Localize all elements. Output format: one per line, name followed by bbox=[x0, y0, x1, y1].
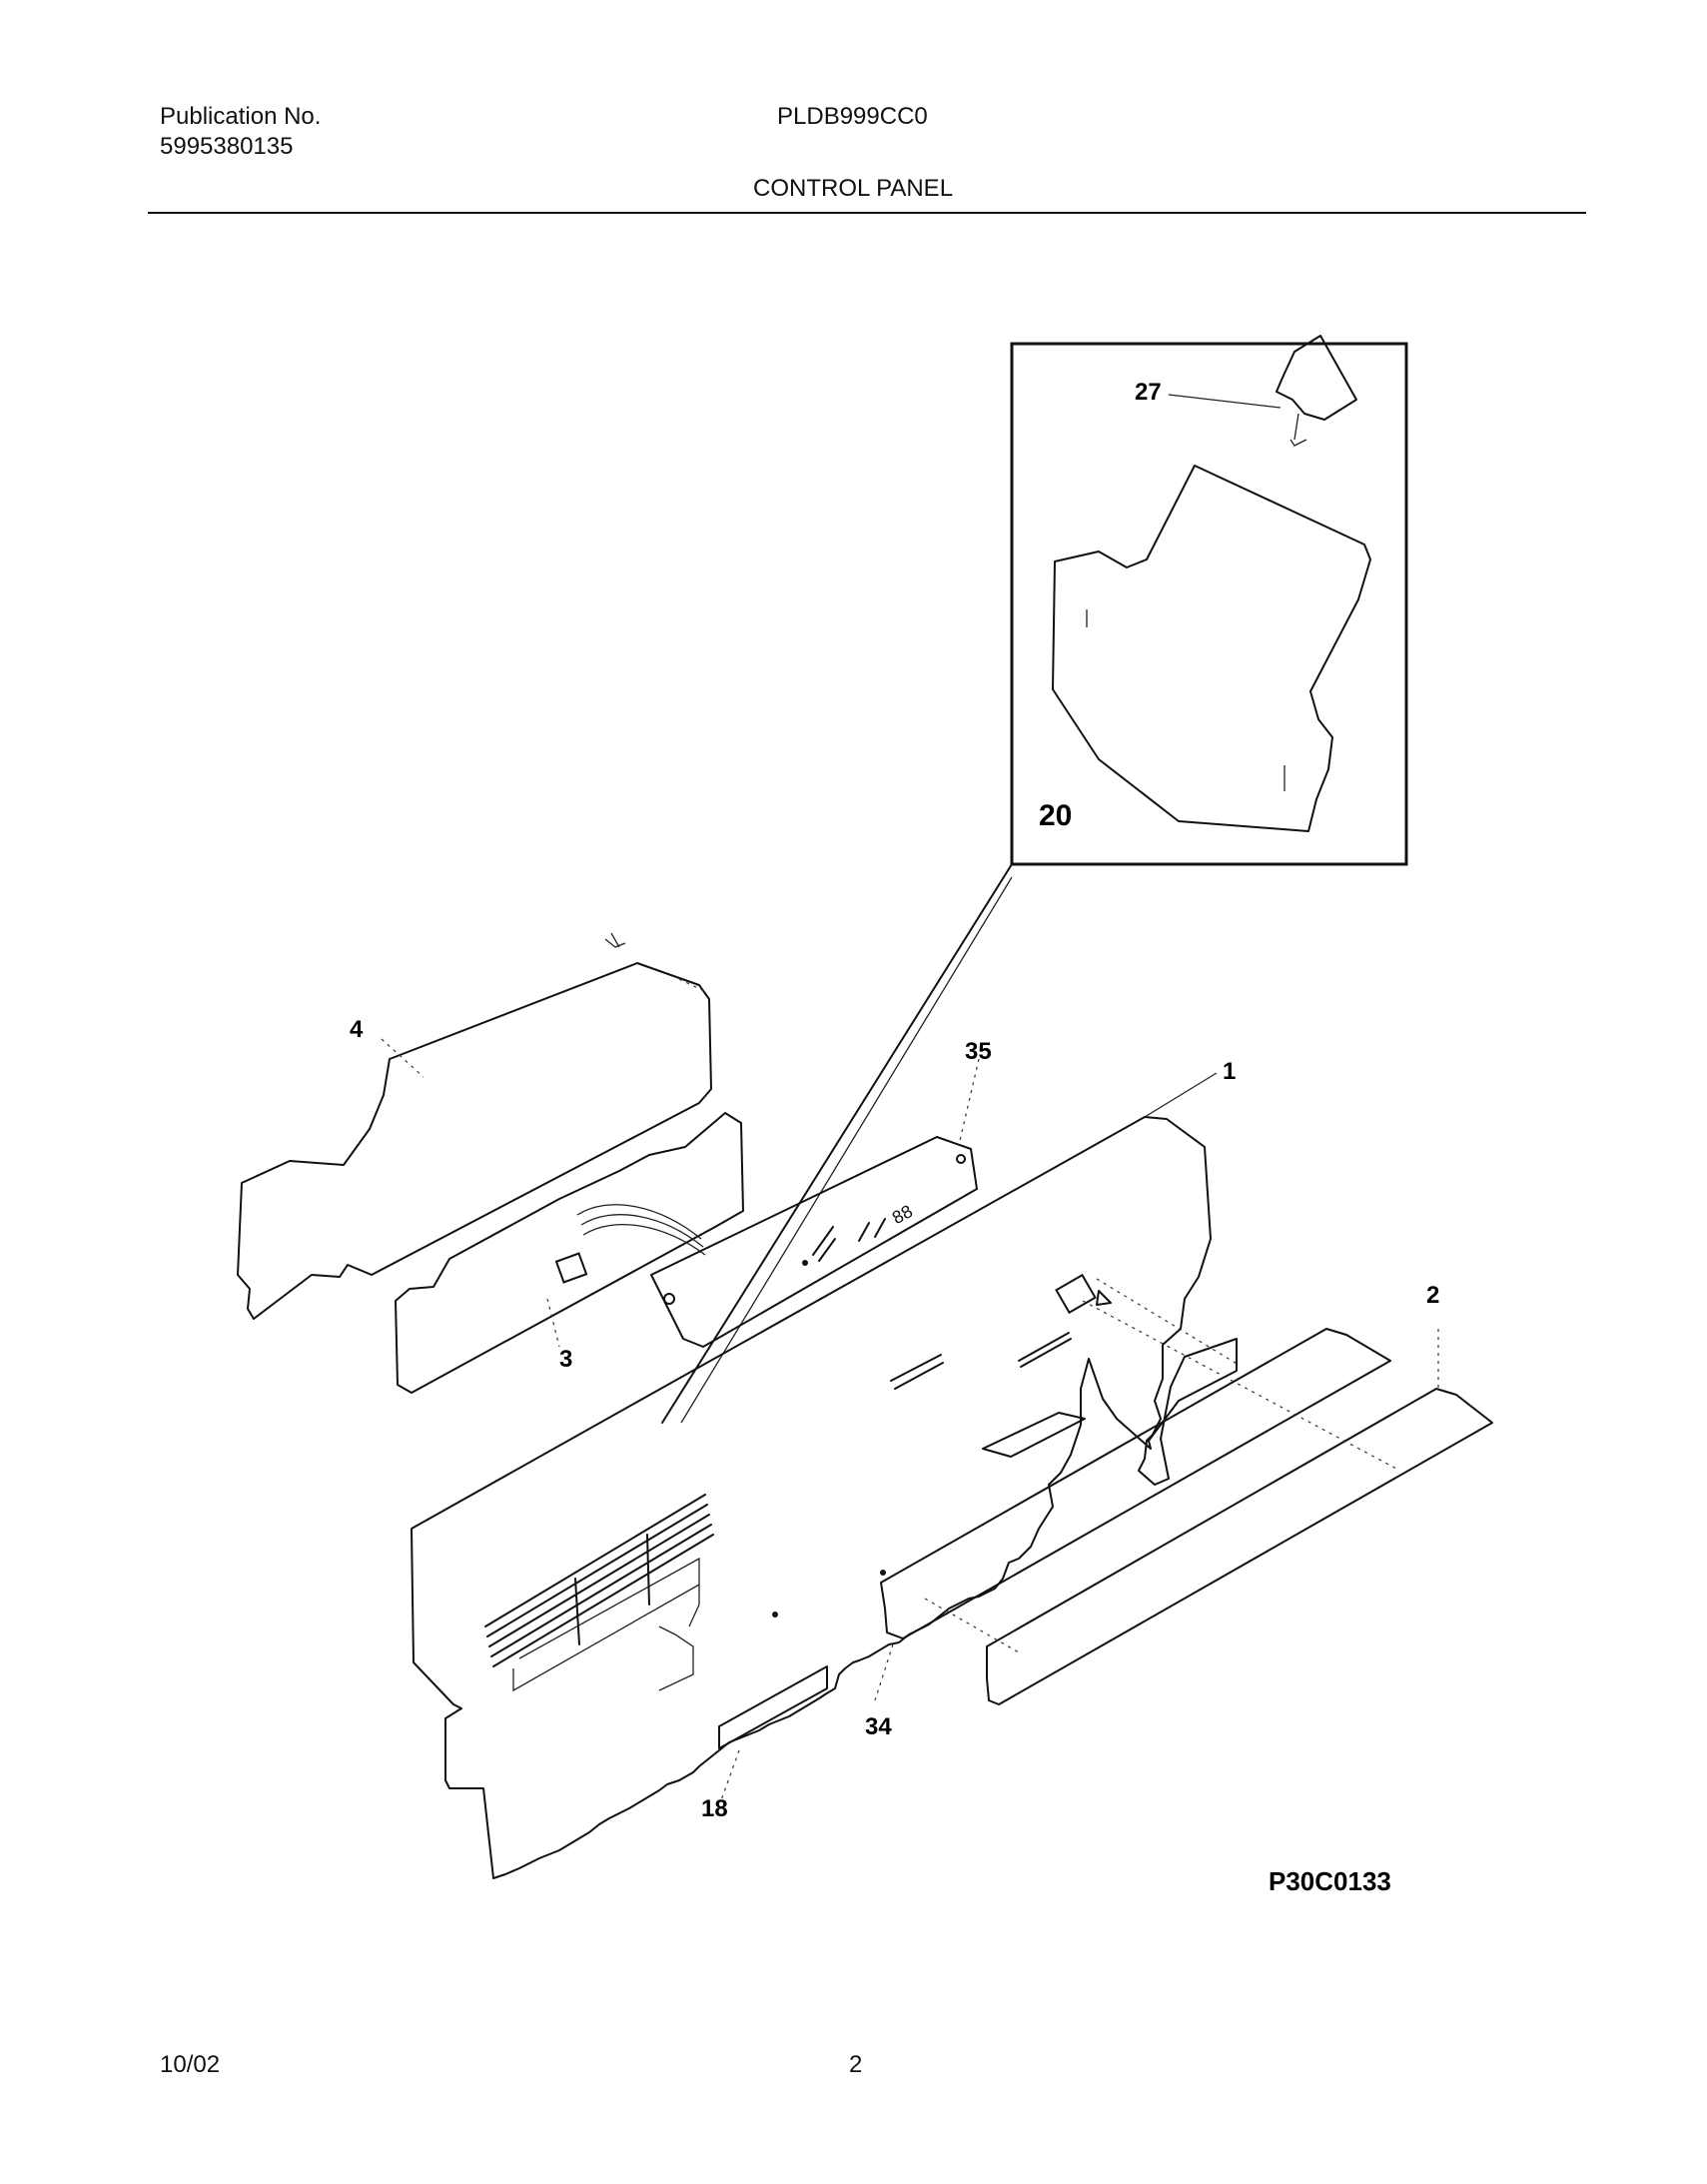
header-rule bbox=[148, 212, 1586, 214]
grille-louvers bbox=[484, 1412, 1086, 1667]
inset-pointer-line-b bbox=[680, 876, 1013, 1424]
callout-35: 35 bbox=[965, 1038, 992, 1065]
part-3-control-module bbox=[395, 1112, 744, 1394]
part-2-trim-strip bbox=[986, 1388, 1493, 1705]
page-number: 2 bbox=[849, 2051, 863, 2078]
callout-34: 34 bbox=[865, 1713, 892, 1740]
leader-27 bbox=[1168, 394, 1281, 409]
leader-18 bbox=[720, 1749, 740, 1801]
leader-3 bbox=[546, 1298, 560, 1348]
callout-20: 20 bbox=[1039, 799, 1072, 832]
part-27-connector bbox=[1276, 335, 1357, 447]
part-18-lens bbox=[718, 1665, 828, 1749]
leader-34 bbox=[874, 1643, 894, 1701]
section-title: CONTROL PANEL bbox=[753, 175, 954, 202]
leader-4 bbox=[381, 1038, 425, 1078]
panel-digits: 88 bbox=[889, 1201, 916, 1228]
alignment-lines bbox=[924, 1278, 1397, 1653]
callout-3: 3 bbox=[559, 1346, 572, 1373]
publication-label: Publication No. bbox=[160, 103, 322, 130]
callout-2: 2 bbox=[1426, 1282, 1439, 1309]
part-34-trim-strip bbox=[880, 1328, 1391, 1639]
callout-4: 4 bbox=[350, 1016, 364, 1043]
diagram-id: P30C0133 bbox=[1269, 1866, 1391, 1896]
inset-pointer-line-a bbox=[661, 863, 1013, 1424]
callout-27: 27 bbox=[1135, 379, 1162, 406]
callout-1: 1 bbox=[1223, 1058, 1236, 1085]
part-1-control-panel bbox=[411, 1116, 1238, 1879]
footer-date: 10/02 bbox=[160, 2051, 221, 2078]
part-20-control-board bbox=[1052, 465, 1371, 832]
part-35-display-board: 88 bbox=[650, 1136, 978, 1348]
callout-18: 18 bbox=[701, 1795, 728, 1822]
panel-slots bbox=[772, 1273, 1112, 1618]
leader-1 bbox=[1144, 1072, 1218, 1118]
publication-number: 5995380135 bbox=[160, 133, 294, 160]
model-number: PLDB999CC0 bbox=[777, 103, 928, 130]
inset-box bbox=[1010, 342, 1408, 866]
leader-35 bbox=[958, 1058, 980, 1146]
part-4-rear-cover bbox=[237, 932, 712, 1320]
